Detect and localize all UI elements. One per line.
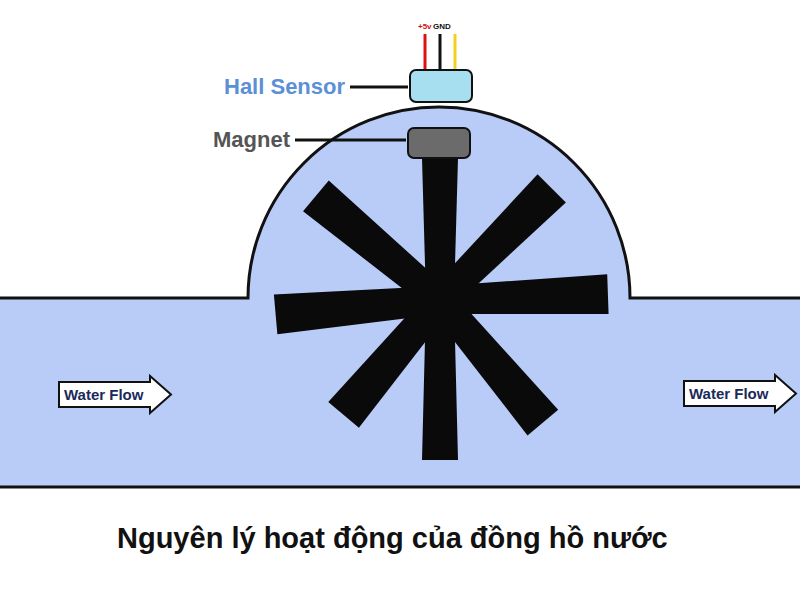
- caption: Nguyên lý hoạt động của đồng hồ nước: [117, 522, 668, 555]
- pipe-fill: [0, 107, 800, 487]
- magnet: [408, 128, 470, 158]
- pipe-bottom-wall: [0, 486, 800, 489]
- flow-arrow: Water Flow: [58, 375, 172, 414]
- part-label: Magnet: [213, 129, 290, 151]
- pin-label: GND: [433, 23, 451, 31]
- arrow-text: Water Flow: [64, 386, 172, 403]
- flow-arrow: Water Flow: [683, 374, 797, 413]
- arrow-text: Water Flow: [689, 385, 797, 402]
- paddle-wheel: [274, 158, 609, 460]
- pin-label: +5v: [418, 23, 432, 31]
- wire-black: [439, 34, 442, 70]
- leader-line: [295, 139, 406, 142]
- hall-sensor: [410, 70, 472, 102]
- leader-line: [350, 86, 408, 89]
- wire-yellow: [454, 34, 457, 70]
- arrow-shape: [684, 375, 796, 412]
- wire-red: [424, 34, 427, 70]
- part-label: Hall Sensor: [224, 76, 345, 98]
- arrow-shape: [59, 376, 171, 413]
